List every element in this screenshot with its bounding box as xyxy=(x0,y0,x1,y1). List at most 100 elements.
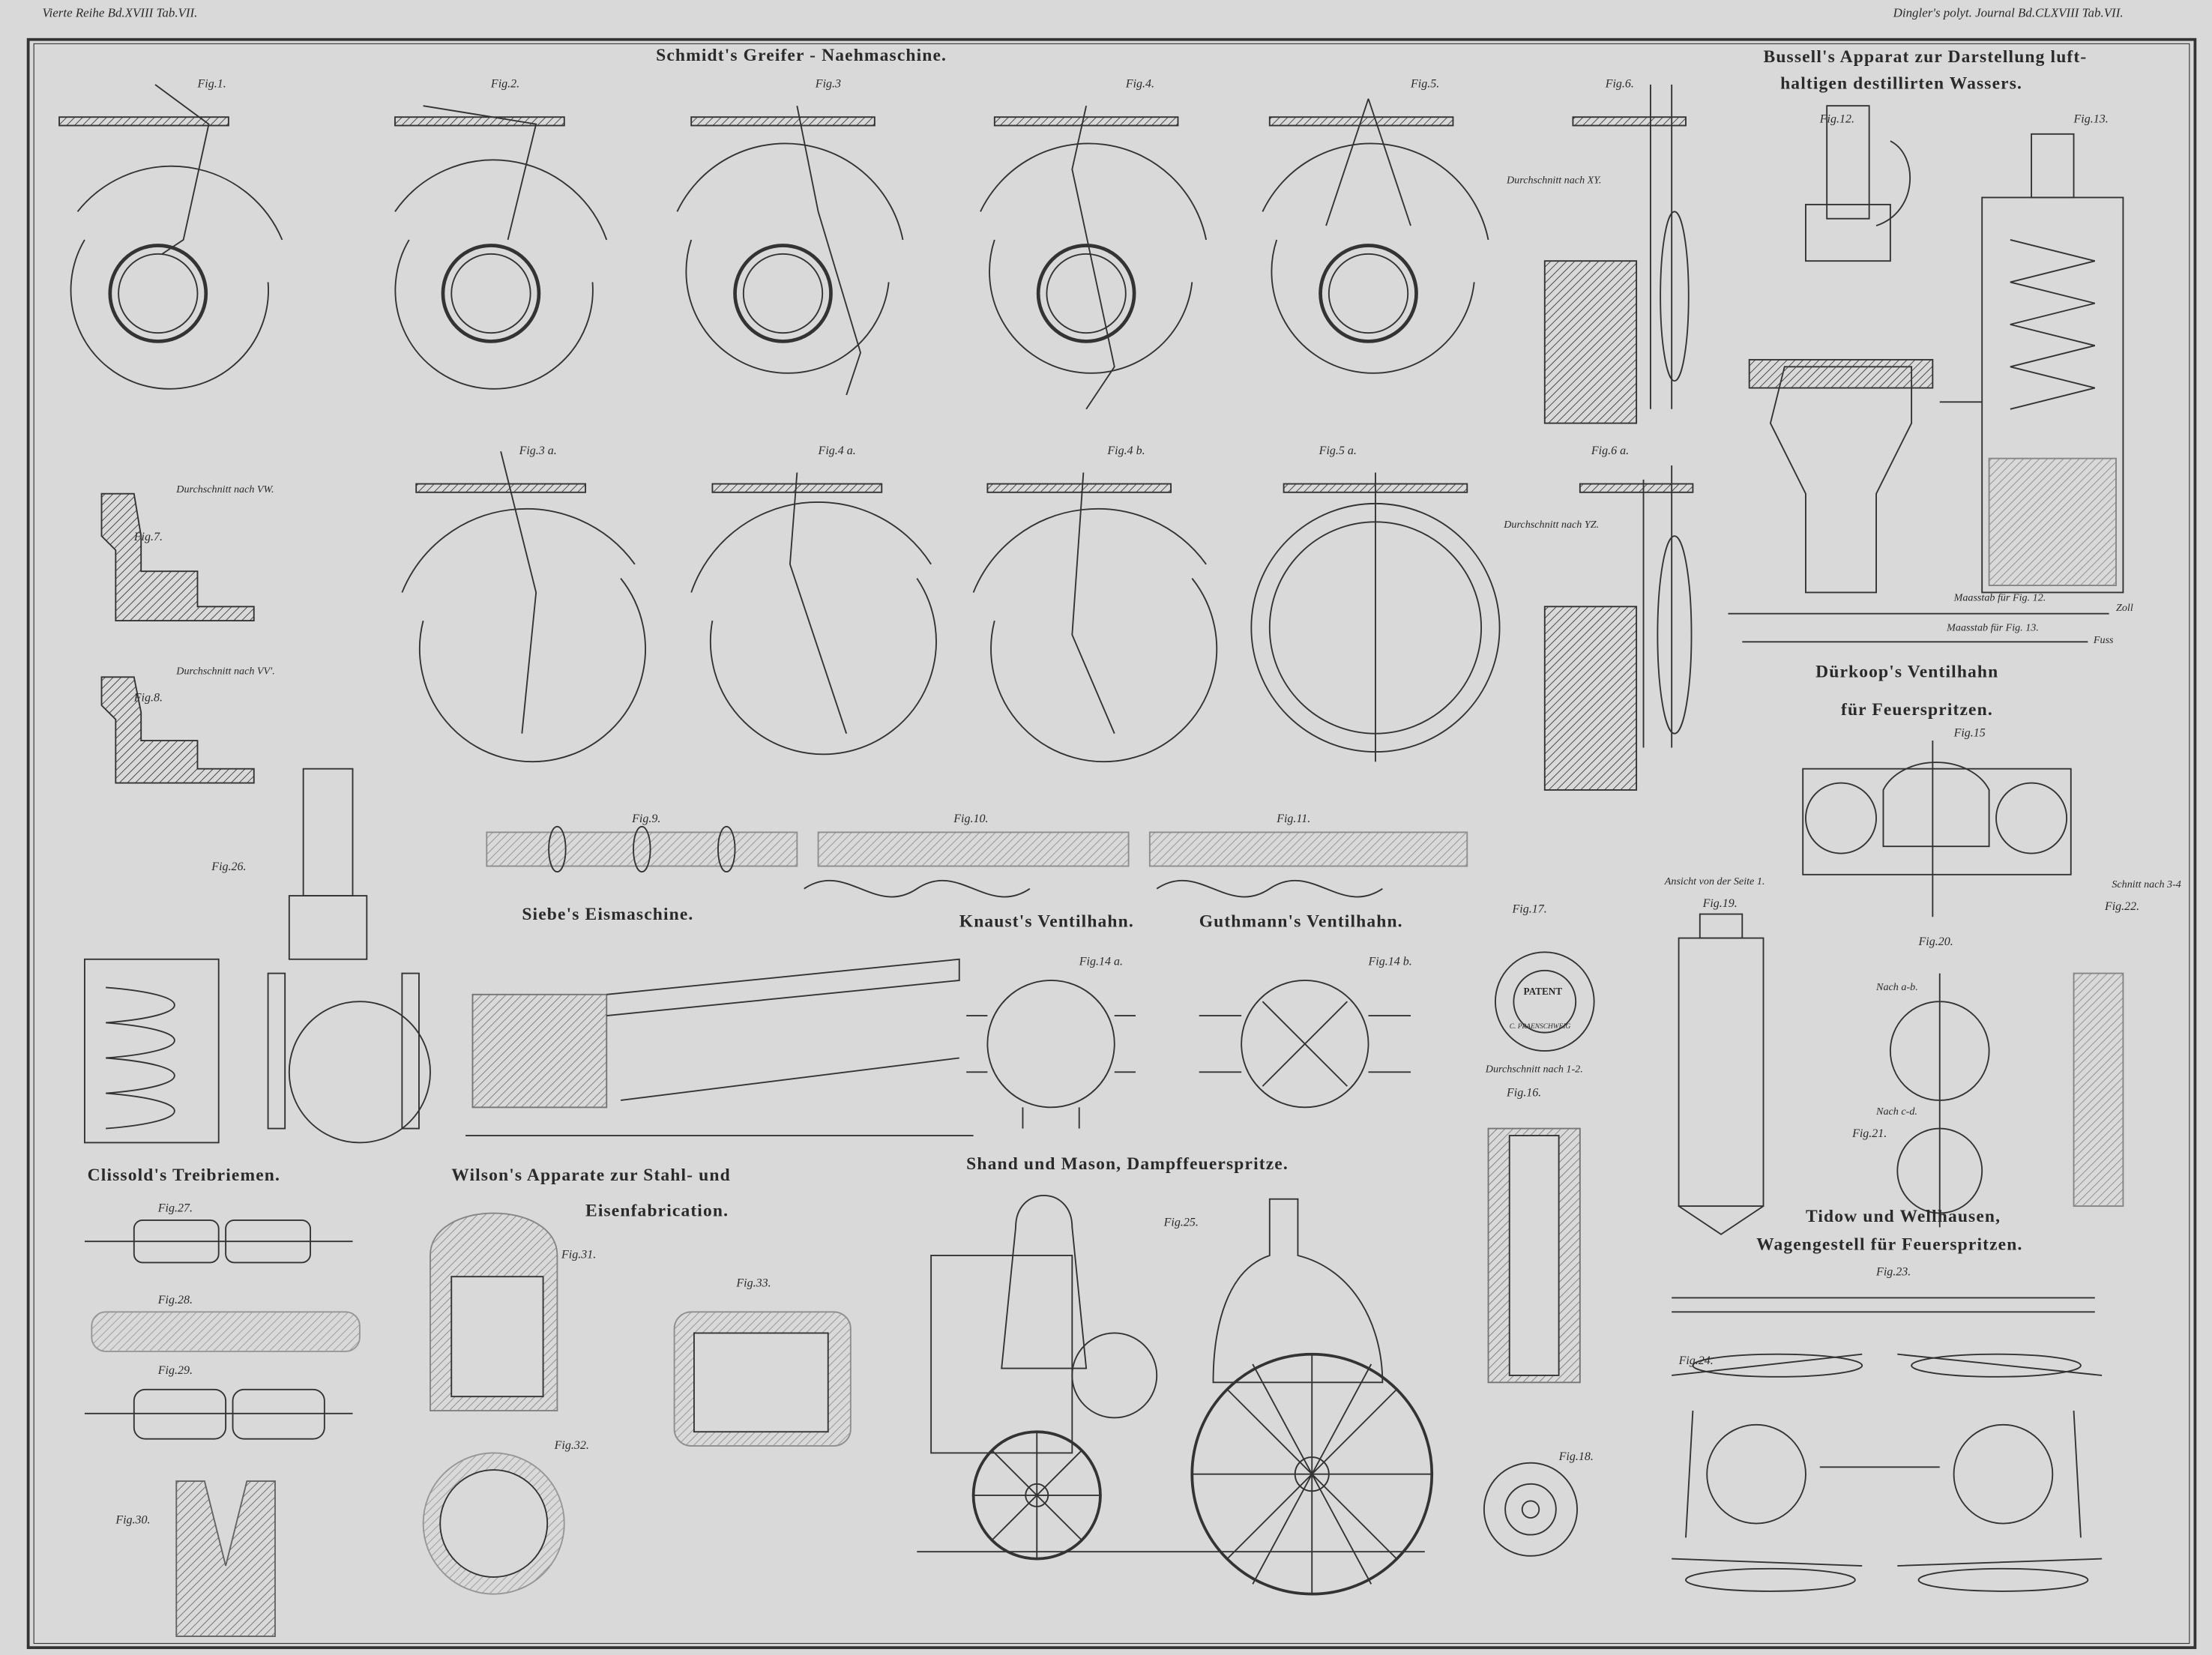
fig-label: Fig.3 xyxy=(815,76,842,91)
fig-label: Fig.22. xyxy=(2104,898,2140,913)
title-knaust: Knaust's Ventilhahn. xyxy=(959,911,1134,932)
title-bussell-line2: haltigen destillirten Wassers. xyxy=(1780,73,2023,94)
fig-label: Fig.14 b. xyxy=(1368,953,1412,968)
plate-series-label: Vierte Reihe Bd.XVIII Tab.VII. xyxy=(42,5,198,20)
scale-bars xyxy=(1728,612,2109,643)
fig-label: Fig.23. xyxy=(1876,1264,1911,1279)
fig10-strip xyxy=(804,831,1130,898)
caption-section-3-4: Schnitt nach 3-4 xyxy=(2112,877,2181,890)
fig1-hook-diagram xyxy=(58,84,283,390)
fig-label: Fig.30. xyxy=(115,1512,151,1527)
fig-label: Fig.1. xyxy=(197,76,226,91)
fig30-block xyxy=(175,1480,276,1638)
fig13-apparatus xyxy=(1939,133,2124,594)
fig3a-hook-diagram xyxy=(401,451,646,763)
caption-scale-fig12: Maasstab für Fig. 12. xyxy=(1953,591,2046,604)
fig-label: Fig.9. xyxy=(632,811,661,825)
fig-label: Fig.6. xyxy=(1605,76,1634,91)
caption-nach-ab: Nach a-b. xyxy=(1876,980,1918,993)
fig19-cock xyxy=(1678,913,1765,1235)
fig-label: Fig.21. xyxy=(1852,1125,1887,1140)
fig6a-section xyxy=(1543,465,1694,791)
fig-label: Fig.18. xyxy=(1558,1448,1594,1463)
title-guthmann: Guthmann's Ventilhahn. xyxy=(1199,911,1403,932)
fig-label: Fig.25. xyxy=(1163,1214,1199,1229)
caption-section-yz: Durchschnitt nach YZ. xyxy=(1504,517,1600,531)
fig22-section xyxy=(2073,972,2124,1208)
fig-label: Fig.3 a. xyxy=(519,442,557,457)
fig-label: Fig.16. xyxy=(1506,1085,1542,1100)
fig33-vessel xyxy=(673,1311,852,1447)
fig16-section xyxy=(1487,1127,1581,1384)
title-wilson-line2: Eisenfabrication. xyxy=(585,1200,729,1220)
fig-label: Fig.15 xyxy=(1953,725,1986,740)
title-siebe: Siebe's Eismaschine. xyxy=(522,904,694,924)
fig3-hook-diagram xyxy=(676,105,904,396)
title-wilson-line1: Wilson's Apparate zur Stahl- und xyxy=(451,1165,731,1185)
fig-label: Fig.8. xyxy=(133,690,163,705)
fig-label: Fig.27. xyxy=(157,1200,193,1215)
fig6-section xyxy=(1543,84,1690,424)
fig-label: Fig.6 a. xyxy=(1591,442,1630,457)
fig-label: Fig.20. xyxy=(1918,933,1953,948)
fig26-ice-machine xyxy=(83,768,974,1144)
badge-ring-text: C. PRAENSCHWEIG xyxy=(1509,1024,1571,1031)
fig17-badge xyxy=(1494,951,1595,1052)
fig-label: Fig.31. xyxy=(561,1246,597,1261)
fig-label: Fig.12. xyxy=(1819,111,1855,126)
fig4b-hook-diagram xyxy=(972,472,1218,763)
fig4-hook-diagram xyxy=(980,105,1208,410)
caption-section-xy: Durchschnitt nach XY. xyxy=(1506,173,1602,187)
fig24-wagon-frame xyxy=(1672,1353,2103,1592)
fig-label: Fig.26. xyxy=(211,859,247,873)
title-bussell-line1: Bussell's Apparat zur Darstellung luft- xyxy=(1763,46,2088,67)
fig7-profile xyxy=(100,492,255,622)
fig14a-valve xyxy=(966,980,1136,1129)
fig-label: Fig.28. xyxy=(157,1291,193,1306)
fig15-valve xyxy=(1802,741,2072,917)
fig9-strip xyxy=(486,825,798,873)
fig11-strip xyxy=(1148,831,1468,898)
fig-label: Fig.11. xyxy=(1277,811,1311,825)
fig8-profile xyxy=(100,676,255,784)
fig-label: Fig.24. xyxy=(1678,1352,1714,1367)
caption-section-vw: Durchschnitt nach VW. xyxy=(176,482,274,495)
fig4a-hook-diagram xyxy=(690,472,937,756)
journal-reference: Dingler's polyt. Journal Bd.CLXVIII Tab.… xyxy=(1893,5,2124,20)
caption-scale-fig13: Maasstab für Fig. 13. xyxy=(1947,621,2039,634)
fig5a-hook-diagram xyxy=(1250,472,1501,762)
fig20-section xyxy=(1889,973,1990,1228)
fig-label: Fig.19. xyxy=(1702,896,1738,910)
fig-label: Fig.14 a. xyxy=(1079,953,1123,968)
title-clissold: Clissold's Treibriemen. xyxy=(87,1165,281,1185)
title-tidow-line2: Wagengestell für Feuerspritzen. xyxy=(1756,1234,2023,1255)
fig27-belt xyxy=(84,1219,353,1264)
fig23-wagon-plan xyxy=(1672,1297,2095,1313)
fig-label: Fig.33. xyxy=(736,1275,771,1290)
fig2-hook-diagram xyxy=(394,105,608,390)
fig-label: Fig.29. xyxy=(157,1363,193,1377)
caption-unit-fuss: Fuss xyxy=(2093,633,2114,646)
title-schmidt: Schmidt's Greifer - Naehmaschine. xyxy=(656,45,947,65)
fig-label: Fig.32. xyxy=(554,1437,589,1452)
fig29-belt xyxy=(84,1388,353,1440)
fig-label: Fig.4 a. xyxy=(818,442,856,457)
title-shand-mason: Shand und Mason, Dampffeuerspritze. xyxy=(966,1154,1289,1174)
fig32-vessel xyxy=(422,1452,565,1595)
fig-label: Fig.4 b. xyxy=(1107,442,1145,457)
caption-section-1-2: Durchschnitt nach 1-2. xyxy=(1485,1062,1583,1076)
badge-patent-text: PATENT xyxy=(1523,986,1563,998)
fig-label: Fig.4. xyxy=(1125,76,1155,91)
title-duerkoop-line2: für Feuerspritzen. xyxy=(1841,699,1993,720)
fig25-fire-engine xyxy=(917,1195,1434,1596)
fig-label: Fig.10. xyxy=(953,811,989,825)
fig28-belt xyxy=(91,1311,361,1352)
fig-label: Fig.13. xyxy=(2073,111,2109,126)
caption-side-view: Ansicht von der Seite 1. xyxy=(1664,874,1765,887)
fig-label: Fig.2. xyxy=(490,76,520,91)
plate-border xyxy=(26,37,2197,1650)
title-duerkoop-line1: Dürkoop's Ventilhahn xyxy=(1815,661,1999,682)
caption-unit-zoll: Zoll xyxy=(2116,600,2133,614)
